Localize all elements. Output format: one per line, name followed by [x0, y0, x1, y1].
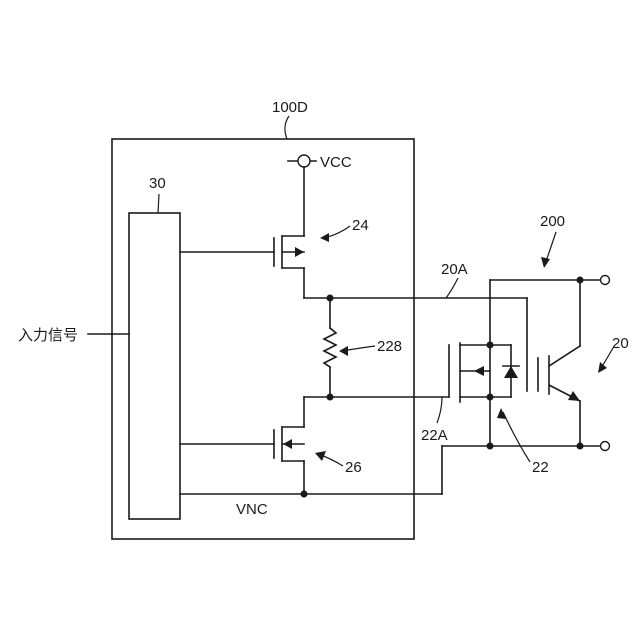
- module-boundary: [112, 139, 414, 539]
- resistor-label: 228: [377, 338, 402, 355]
- clamp-device-arrow: [497, 408, 506, 419]
- upper-transistor-label: 24: [352, 217, 369, 234]
- controller-label: 30: [149, 175, 166, 192]
- emitter-terminal: [601, 442, 610, 451]
- resistor: [324, 298, 336, 397]
- upper-transistor: [180, 236, 304, 298]
- lower-transistor: [180, 397, 304, 494]
- collector-terminal: [601, 276, 610, 285]
- gate-line-label: 20A: [441, 261, 468, 278]
- node-clamp-bottom: [487, 394, 494, 401]
- vcc-label: VCC: [320, 154, 352, 171]
- power-device: [527, 298, 580, 401]
- clamp-device-label: 22: [532, 459, 549, 476]
- controller-block: [129, 213, 180, 519]
- power-device-label: 20: [612, 335, 629, 352]
- power-module-arrow: [541, 257, 550, 268]
- module-label: 100D: [272, 99, 308, 116]
- resistor-arrow: [339, 346, 348, 356]
- node-emitter-clamp: [487, 443, 494, 450]
- vnc-label: VNC: [236, 501, 268, 518]
- upper-transistor-arrow: [320, 233, 329, 242]
- clamp-device: [449, 280, 519, 446]
- lower-transistor-label: 26: [345, 459, 362, 476]
- clamp-gate-line-label: 22A: [421, 427, 448, 444]
- vcc-terminal: [298, 155, 310, 167]
- power-module-label: 200: [540, 213, 565, 230]
- node-emitter: [577, 443, 584, 450]
- input-signal-label: 入力信号: [18, 326, 78, 344]
- controller-leader: [158, 194, 159, 213]
- node-collector: [577, 277, 584, 284]
- clamp-gate-line-leader: [437, 397, 442, 423]
- gate-line-leader: [446, 278, 458, 298]
- clamp-device-leader: [503, 412, 530, 462]
- power-device-arrow: [598, 362, 607, 373]
- module-leader: [285, 116, 289, 139]
- node-clamp-top: [487, 342, 494, 349]
- node-lower: [327, 394, 334, 401]
